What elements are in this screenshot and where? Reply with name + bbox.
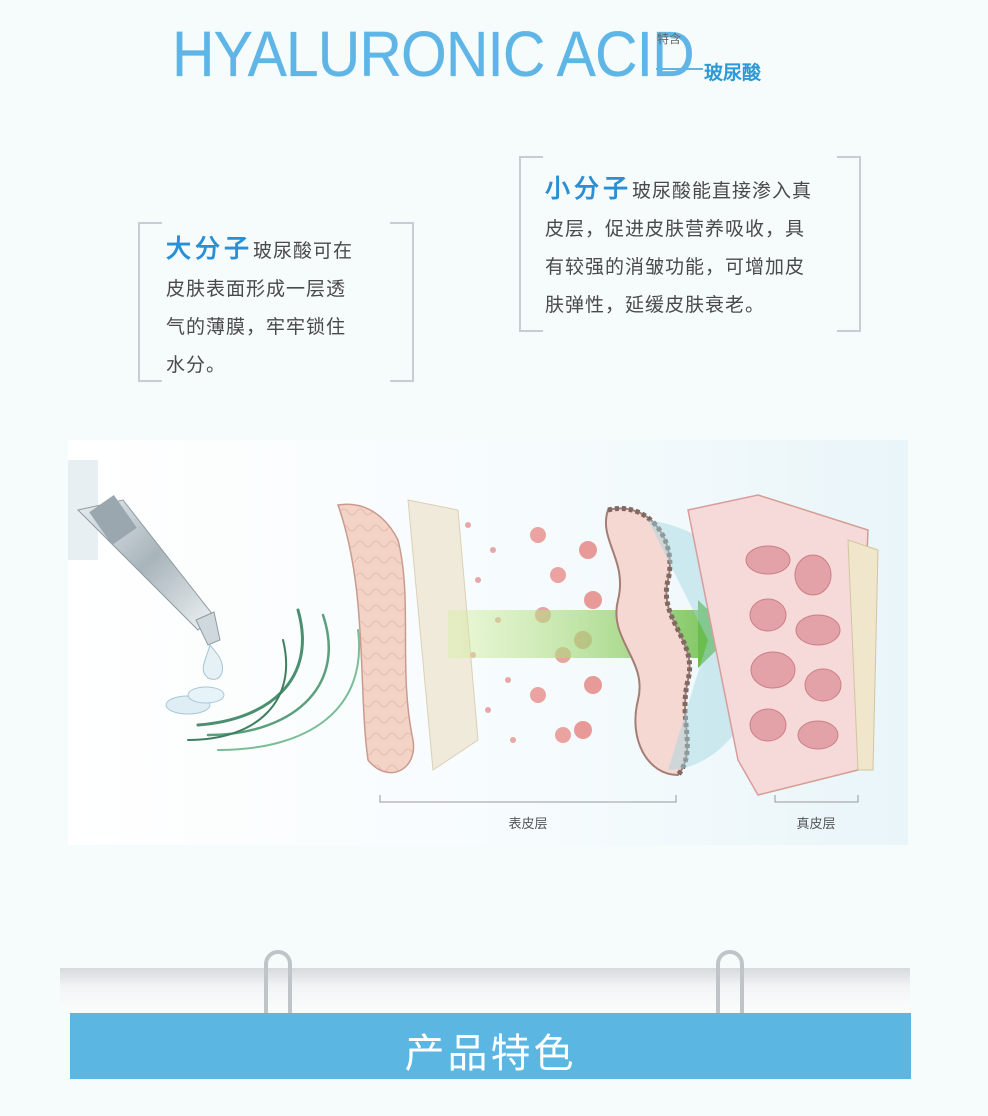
features-banner: 产品特色 <box>70 1013 911 1079</box>
bracket-left <box>138 222 162 382</box>
epidermis-caption: 表皮层 <box>379 795 677 832</box>
dropper-icon <box>68 460 225 715</box>
penetration-arrow-icon <box>448 600 733 668</box>
epidermis-layer-2 <box>407 499 479 771</box>
title-chinese: 玻尿酸 <box>704 62 762 84</box>
skin-layers-diagram: 表皮层 真皮层 <box>68 440 908 845</box>
large-molecule-box: 大分子玻尿酸可在 皮肤表面形成一层透 气的薄膜，牢牢锁住 水分。 <box>138 222 414 382</box>
text-line: 肤弹性，延缓皮肤衰老。 <box>545 294 766 316</box>
title-small-tag: 特含 <box>657 32 682 46</box>
title-english: HYALURONIC ACID <box>172 18 695 90</box>
bracket-right <box>837 156 861 332</box>
text-line: 有较强的消皱功能，可增加皮 <box>545 256 806 278</box>
features-banner-title: 产品特色 <box>404 1031 577 1077</box>
dermis-caption: 真皮层 <box>774 795 859 832</box>
label-dermis: 真皮层 <box>796 817 835 832</box>
epidermis-layer-3 <box>605 506 693 777</box>
label-epidermis: 表皮层 <box>508 817 547 832</box>
bracket-right <box>390 222 414 382</box>
page-header: HYALURONIC ACID 特含 玻尿酸 <box>0 0 988 110</box>
text-line: 玻尿酸可在 <box>253 240 354 262</box>
text-line: 皮层，促进皮肤营养吸收，具 <box>545 218 806 240</box>
title-dash-line <box>656 68 703 70</box>
text-line: 玻尿酸能直接渗入真 <box>632 180 813 202</box>
large-molecule-highlight: 大分子 <box>166 234 254 263</box>
bracket-left <box>519 156 543 332</box>
swirl-lines <box>187 608 361 751</box>
hanging-rail <box>60 968 910 1010</box>
small-molecule-text: 小分子玻尿酸能直接渗入真 皮层，促进皮肤营养吸收，具 有较强的消皱功能，可增加皮… <box>545 170 845 324</box>
dermis-block <box>687 494 879 796</box>
small-molecule-highlight: 小分子 <box>545 174 633 203</box>
text-line: 水分。 <box>166 354 227 376</box>
text-line: 气的薄膜，牢牢锁住 <box>166 316 347 338</box>
text-line: 皮肤表面形成一层透 <box>166 278 347 300</box>
epidermis-layer-1 <box>336 503 415 774</box>
large-molecule-text: 大分子玻尿酸可在 皮肤表面形成一层透 气的薄膜，牢牢锁住 水分。 <box>166 230 406 384</box>
small-molecule-box: 小分子玻尿酸能直接渗入真 皮层，促进皮肤营养吸收，具 有较强的消皱功能，可增加皮… <box>519 156 861 332</box>
